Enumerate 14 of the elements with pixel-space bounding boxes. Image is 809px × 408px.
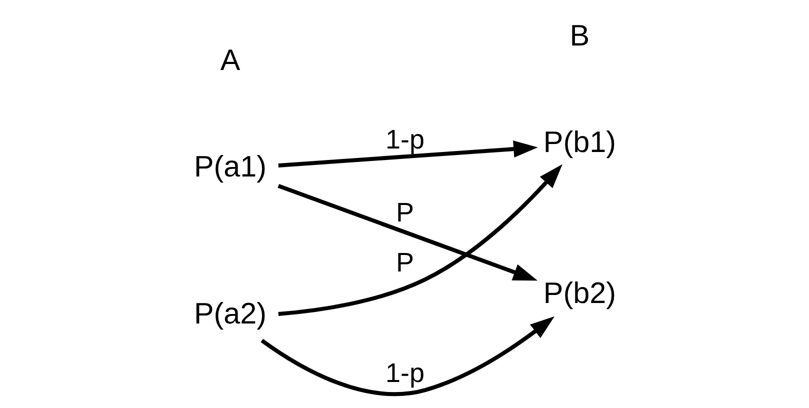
label: A xyxy=(220,44,240,77)
node-text: P(b2) xyxy=(542,277,616,310)
node-text: P(b1) xyxy=(542,126,616,160)
edge-label: P xyxy=(396,247,414,278)
arrow xyxy=(260,316,554,396)
arrow xyxy=(277,184,538,281)
node-text: P(a2) xyxy=(194,297,266,330)
edge-label: 1-p xyxy=(385,358,424,388)
node-text: P(a1) xyxy=(194,150,266,184)
edge-label: 1-p xyxy=(385,124,424,155)
arrow xyxy=(278,164,562,316)
label: B xyxy=(569,19,590,52)
edge-label: P xyxy=(396,197,414,228)
arrow xyxy=(278,140,538,168)
